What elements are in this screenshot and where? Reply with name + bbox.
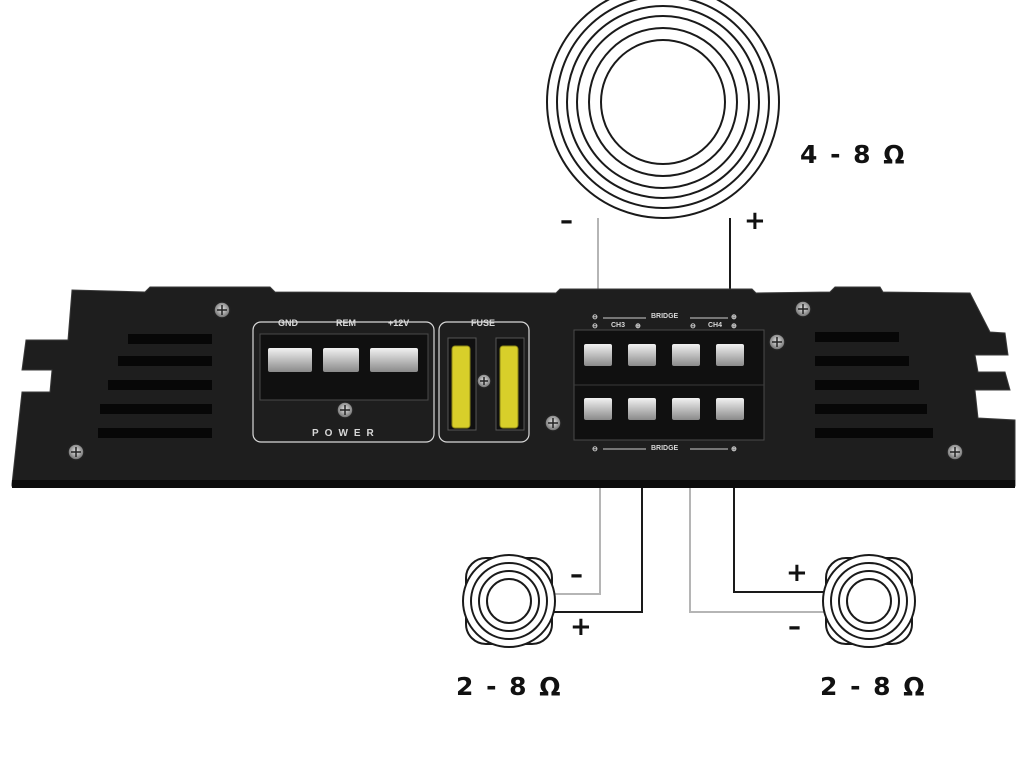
screw-icon xyxy=(213,301,231,319)
wire-right-minus xyxy=(689,488,826,613)
terminal-label-gnd: GND xyxy=(278,318,298,328)
fuse-holder xyxy=(447,337,525,431)
ch3-minus-icon: ⊖ xyxy=(592,323,598,330)
right-speaker-plus: + xyxy=(786,558,808,588)
wires xyxy=(552,218,826,613)
bridge-top-minus-icon: ⊖ xyxy=(592,314,598,321)
screw-icon xyxy=(336,401,354,419)
fuse-right xyxy=(499,345,519,429)
ch3-plus-icon: ⊕ xyxy=(635,323,641,330)
screw-icon xyxy=(768,333,786,351)
wire-left-plus xyxy=(552,488,643,613)
wire-left-minus xyxy=(552,488,601,595)
left-speaker-plus: + xyxy=(570,612,592,642)
right-speaker-impedance: 2 - 8 Ω xyxy=(820,672,927,701)
top-speaker-plus: + xyxy=(744,206,766,236)
speaker-terminal-block xyxy=(573,329,765,441)
power-panel-outline xyxy=(252,321,435,443)
bridge-lines xyxy=(603,317,728,450)
ch3-label: CH3 xyxy=(611,322,626,329)
amplifier-body xyxy=(11,286,1016,488)
screw-icon xyxy=(544,414,562,432)
bridge-bottom-plus-icon: ⊕ xyxy=(731,446,737,453)
ch4-minus-icon: ⊖ xyxy=(690,323,696,330)
fuse-left xyxy=(451,345,471,429)
screws xyxy=(67,300,964,461)
top-speaker-impedance: 4 - 8 Ω xyxy=(800,140,907,169)
ch4-label: CH4 xyxy=(708,322,723,329)
fuse-panel-outline xyxy=(438,321,530,443)
left-speaker-impedance: 2 - 8 Ω xyxy=(456,672,563,701)
screw-icon xyxy=(67,443,85,461)
bridge-bottom-minus-icon: ⊖ xyxy=(592,446,598,453)
right-vents xyxy=(815,332,933,438)
bridge-top-label: BRIDGE xyxy=(651,313,679,320)
power-group-label: POWER xyxy=(312,428,380,439)
left-vents xyxy=(98,334,212,438)
power-terminal-block xyxy=(259,333,429,401)
ch4-plus-icon: ⊕ xyxy=(731,323,737,330)
terminal-label-12v: +12V xyxy=(388,318,410,328)
bridge-top-plus-icon: ⊕ xyxy=(731,314,737,321)
left-speaker-minus: – xyxy=(570,560,583,590)
bridge-bottom-label: BRIDGE xyxy=(651,445,679,452)
screw-icon xyxy=(794,300,812,318)
terminal-label-rem: REM xyxy=(336,318,356,328)
wire-right-plus xyxy=(733,488,826,593)
fuse-label: FUSE xyxy=(471,318,496,328)
right-speaker-minus: – xyxy=(788,612,801,642)
speaker-top xyxy=(546,0,780,219)
speaker-left xyxy=(462,554,556,648)
screw-icon xyxy=(476,373,492,389)
top-speaker-minus: – xyxy=(560,206,573,236)
screw-icon xyxy=(946,443,964,461)
speaker-right xyxy=(822,554,916,648)
